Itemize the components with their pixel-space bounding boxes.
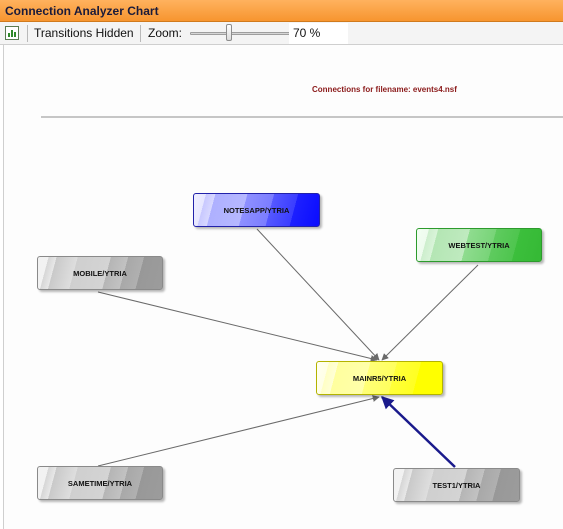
node-label: MAINR5/YTRIA — [352, 373, 407, 383]
node-label: MOBILE/YTRIA — [73, 268, 127, 278]
zoom-slider-thumb[interactable] — [226, 24, 232, 41]
edge-notesapp-mainr5 — [256, 228, 380, 361]
node-notesapp[interactable]: NOTESAPP/YTRIA — [193, 193, 320, 227]
node-label: TEST1/YTRIA — [432, 480, 481, 490]
edge-test1-mainr5 — [381, 396, 456, 468]
title-bar: Connection Analyzer Chart — [0, 0, 563, 22]
window-title: Connection Analyzer Chart — [5, 4, 159, 18]
zoom-value-display: 70 % — [289, 23, 348, 44]
edge-mobile-mainr5 — [97, 291, 378, 362]
transitions-toggle-button[interactable]: Transitions Hidden — [34, 26, 134, 40]
node-test1[interactable]: TEST1/YTRIA — [393, 468, 520, 502]
chart-title: Connections for filename: events4.nsf — [312, 85, 457, 94]
zoom-value: 70 % — [293, 26, 321, 40]
node-sametime[interactable]: SAMETIME/YTRIA — [37, 466, 163, 500]
toolbar: Transitions Hidden Zoom: 70 % — [0, 22, 563, 45]
node-mobile[interactable]: MOBILE/YTRIA — [37, 256, 163, 290]
title-divider — [41, 116, 563, 118]
bar-chart-icon[interactable] — [5, 26, 19, 40]
node-mainr5[interactable]: MAINR5/YTRIA — [316, 361, 443, 395]
toolbar-separator — [27, 25, 28, 42]
node-label: NOTESAPP/YTRIA — [223, 205, 290, 215]
node-webtest[interactable]: WEBTEST/YTRIA — [416, 228, 542, 262]
node-label: WEBTEST/YTRIA — [448, 240, 510, 250]
toolbar-separator — [140, 25, 141, 42]
edge-sametime-mainr5 — [97, 395, 380, 467]
edge-webtest-mainr5 — [381, 264, 479, 361]
zoom-label: Zoom: — [148, 26, 183, 40]
node-label: SAMETIME/YTRIA — [67, 478, 133, 488]
